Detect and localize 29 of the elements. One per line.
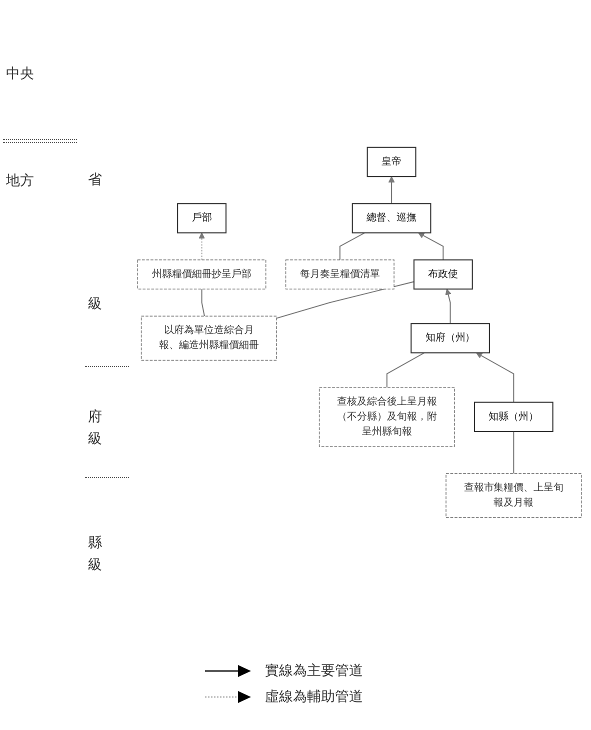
process-box: 總督、巡撫 [352,203,432,234]
legend-text: 實線為主要管道 [265,662,363,680]
connector-line [339,232,365,260]
level-label: 省 [88,172,102,189]
connector-line [513,431,514,474]
note-box: 查核及綜合後上呈月報（不分縣）及旬報，附呈州縣旬報 [318,386,455,447]
note-box: 州縣糧價細冊抄呈戶部 [137,260,266,290]
level-label: 級 [88,296,102,313]
connector-line [201,289,205,316]
connector-line [276,281,414,319]
note-box: 以府為單位造綜合月報、編造州縣糧價細冊 [140,316,277,361]
arrow [388,176,395,204]
process-box: 戶部 [177,203,227,234]
level-label: 府級 [88,408,103,449]
level-label: 中央 [6,66,34,83]
level-label: 縣級 [88,534,103,575]
legend-text: 虛線為輔助管道 [265,688,363,706]
process-box: 布政使 [413,259,473,290]
arrow [198,232,205,260]
arrow [445,288,452,324]
process-box: 皇帝 [366,146,416,178]
process-box: 知縣（州） [474,402,554,432]
level-label: 地方 [6,173,34,190]
process-box: 知府（州） [410,323,490,354]
arrow [476,352,514,402]
arrow [418,232,444,260]
connector-line [386,352,425,388]
note-box: 查報市集糧價、上呈旬報及月報 [446,473,582,518]
note-box: 每月奏呈糧價清單 [285,260,394,290]
